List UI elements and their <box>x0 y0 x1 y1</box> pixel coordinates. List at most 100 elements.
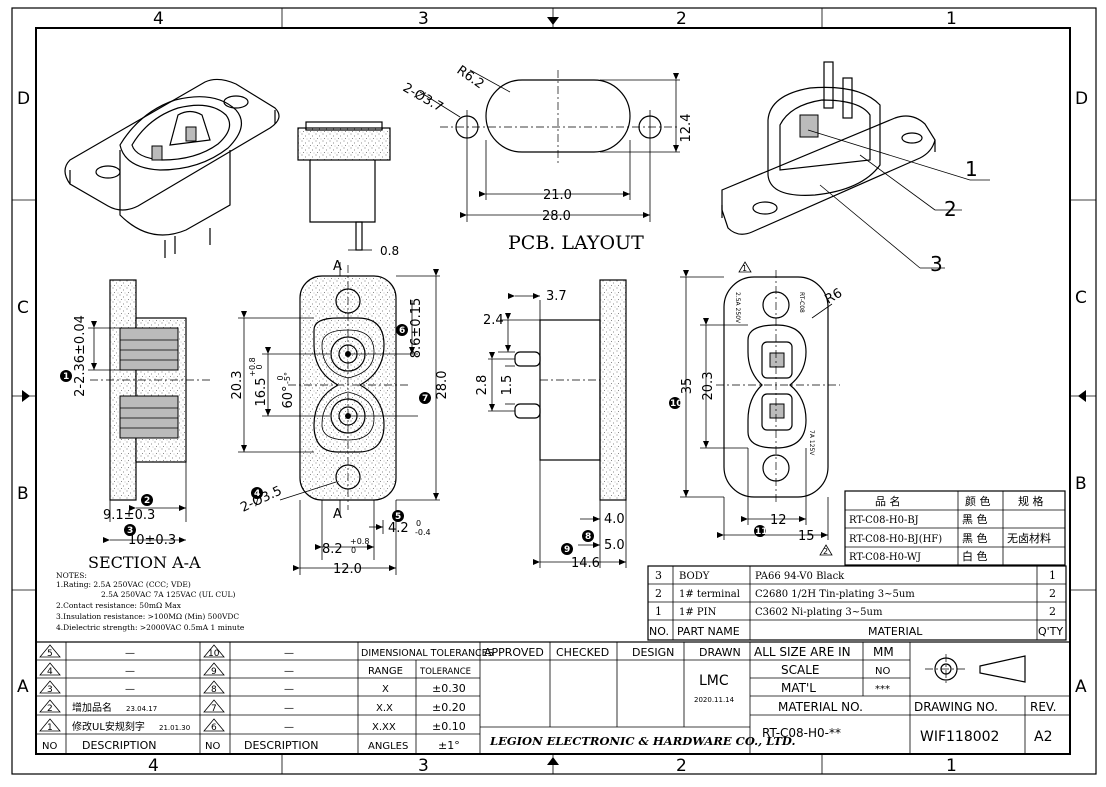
rev-right-desc-label: DESCRIPTION <box>244 739 318 752</box>
dim-4-0: 4.0 <box>604 512 625 527</box>
dim-1-5: 1.5 <box>500 375 515 396</box>
variant-row-1-name: RT-C08-H0-BJ(HF) <box>849 534 942 545</box>
face-mark-bottom: 7A 125V <box>808 430 815 456</box>
tolerance-table: DIMENSIONAL TOLERANCES RANGE TOLERANCE X… <box>358 642 494 754</box>
inspection-mark-2: 2 <box>141 494 153 506</box>
bom-row-0-qty: 1 <box>1049 569 1056 582</box>
tolerance-row-0-range: X <box>382 684 389 695</box>
rev-left-4: 4— <box>39 662 135 677</box>
rev-right-10-no: 10 <box>208 649 220 659</box>
all-size-label: ALL SIZE ARE IN <box>754 645 851 659</box>
section-marker-top: A <box>333 259 342 274</box>
scale-label: SCALE <box>781 663 819 677</box>
bom-row-1-material: C2680 1/2H Tin-plating 3~5um <box>755 589 915 600</box>
face-mark-top-right: RT-C08 <box>798 292 805 313</box>
rev-left-no-label: NO <box>42 741 57 752</box>
inspection-mark-8-label: 8 <box>585 532 591 542</box>
col-label-top-2: 2 <box>676 9 687 29</box>
variant-row-0-color: 黑 色 <box>962 512 988 526</box>
dim-3-7: 3.7 <box>546 289 567 304</box>
rev-left-1-desc: 修改UL安规刻字 <box>72 720 145 733</box>
rev-left-3: 3— <box>39 680 135 695</box>
col-label-top-4: 4 <box>153 9 164 29</box>
col-label-bottom-4: 4 <box>148 756 159 776</box>
col-label-bottom-1: 1 <box>946 756 957 776</box>
dim-r6-2: R6.2 <box>454 63 487 92</box>
variant-row-2-name: RT-C08-H0-WJ <box>849 552 921 563</box>
dim-16-5-tol-up: +0.8 <box>248 357 257 376</box>
row-label-left-c: C <box>17 298 29 318</box>
variant-row-0-name: RT-C08-H0-BJ <box>849 515 919 526</box>
row-label-right-b: B <box>1075 474 1087 494</box>
dim-20-3-b: 20.3 <box>701 372 716 401</box>
rev-left-3-no: 3 <box>47 685 53 695</box>
bom-row-2-part: 1# PIN <box>679 607 717 618</box>
rev-triangle-2: 2 <box>823 547 828 556</box>
rev-right-10: 10— <box>203 644 294 659</box>
rev-right-9: 9— <box>203 662 294 677</box>
dim-12-0: 12.0 <box>333 562 362 577</box>
note-2: 2.Contact resistance: 50mΩ Max <box>56 601 182 610</box>
dim-12: 12 <box>770 513 787 528</box>
bom-header-material: MATERIAL <box>868 625 923 638</box>
rev-right-6: 6— <box>203 718 294 733</box>
tolerance-row-2-tol: ±0.10 <box>432 720 466 733</box>
dim-10: 10±0.3 <box>128 533 176 548</box>
company-name: LEGION ELECTRONIC & HARDWARE CO., LTD. <box>489 734 795 748</box>
inspection-mark-1: 1 <box>60 370 72 382</box>
inspection-mark-5: 5 <box>392 510 404 522</box>
dim-35: 35 <box>680 378 695 395</box>
rev-right-7-desc: — <box>284 703 294 714</box>
face-mark-top-left: 2.5A 250V <box>734 292 741 324</box>
rev-left-4-desc: — <box>125 666 135 677</box>
pcb-layout-view: 21.0 28.0 12.4 R6.2 2-Ø3.7 PCB. LAYOUT <box>400 63 694 254</box>
inspection-mark-6: 6 <box>396 324 408 336</box>
bom-table: 3 BODY PA66 94-V0 Black 1 2 1# terminal … <box>647 565 1067 641</box>
material-no-value: RT-C08-H0-** <box>762 726 841 740</box>
tolerance-row-1-tol: ±0.20 <box>432 701 466 714</box>
dim-4-2-tol-dn: -0.4 <box>415 528 431 537</box>
note-3: 3.Insulation resistance: >100MΩ (Min) 50… <box>56 612 239 621</box>
rev-left-1-date: 21.01.30 <box>159 724 190 732</box>
row-label-left-d: D <box>17 89 30 109</box>
title-block: ALL SIZE ARE IN MM SCALE NO MAT'L *** MA… <box>750 642 1070 754</box>
variant-row-2-color: 白 色 <box>962 549 988 563</box>
row-label-right-d: D <box>1075 89 1088 109</box>
drawing-no-value: WIF118002 <box>920 729 999 745</box>
tolerance-header-range: RANGE <box>368 666 403 677</box>
dim-16-5-tol-dn: 0 <box>255 364 264 369</box>
scale-value: NO <box>875 666 890 677</box>
bom-row-2-qty: 2 <box>1049 605 1056 618</box>
inspection-mark-4: 4 <box>251 487 263 499</box>
rev-right-8-no: 8 <box>211 685 217 695</box>
rev-left-5-desc: — <box>125 648 135 659</box>
variant-row-1-color: 黑 色 <box>962 531 988 545</box>
approval-block: APPROVED CHECKED DESIGN DRAWN LMC 2020.1… <box>480 642 795 754</box>
rev-right-6-desc: — <box>284 722 294 733</box>
front-view: A A 20.3 16.5 +0.8 0 60° 0 -5° 8.6±0.15 … <box>230 259 450 577</box>
dim-28: 28.0 <box>542 209 571 224</box>
top-side-view: 0.8 <box>297 121 399 258</box>
iso-view-top-left <box>64 78 280 258</box>
bom-row-1-qty: 2 <box>1049 587 1056 600</box>
bom-row-2-no: 1 <box>655 605 662 618</box>
inspection-mark-3-label: 3 <box>127 526 133 536</box>
matl-value: *** <box>875 684 890 695</box>
tolerance-header-tolerance: TOLERANCE <box>419 667 471 677</box>
variant-row-1-spec: 无卤材料 <box>1007 531 1051 545</box>
bom-row-2-material: C3602 Ni-plating 3~5um <box>755 607 883 618</box>
dim-2-phi-3-5: 2-Ø3.5 <box>238 483 284 515</box>
rev-right-7-no: 7 <box>211 704 217 714</box>
rev-right-8: 8— <box>203 680 294 695</box>
dim-2-4: 2.4 <box>483 313 504 328</box>
bom-header-qty: Q'TY <box>1038 625 1063 638</box>
dim-r6: R6 <box>823 286 845 308</box>
checked-label: CHECKED <box>556 646 609 659</box>
bom-header-part: PART NAME <box>677 625 740 638</box>
design-label: DESIGN <box>632 646 674 659</box>
rev-right-6-no: 6 <box>211 723 217 733</box>
